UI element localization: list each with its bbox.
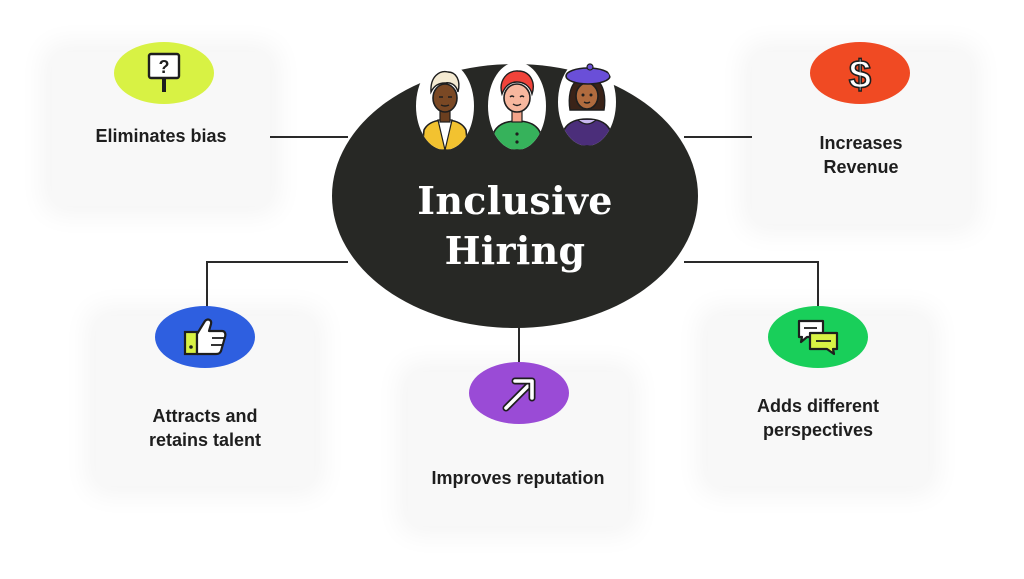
svg-text:?: ? — [159, 57, 170, 77]
person-avatar-icon — [416, 62, 474, 150]
thumbs-up-icon — [182, 317, 228, 357]
benefit-label: Increases Revenue — [819, 133, 903, 177]
benefit-label: Attracts and retains talent — [148, 406, 262, 450]
benefit-badge: ? — [114, 42, 214, 104]
benefit-badge: $ — [810, 42, 910, 104]
person-avatar-icon — [558, 58, 616, 146]
question-sign-icon: ? — [143, 51, 185, 95]
benefit-badge — [155, 306, 255, 368]
chat-bubbles-icon — [795, 317, 841, 357]
benefit-badge — [768, 306, 868, 368]
svg-text:$: $ — [849, 53, 871, 96]
benefit-label: Eliminates bias — [95, 126, 227, 146]
person-avatar-icon — [488, 62, 546, 150]
benefit-label: Improves reputation — [431, 468, 605, 488]
benefit-badge — [469, 362, 569, 424]
diagonal-arrow-icon — [499, 373, 539, 413]
dollar-sign-icon: $ — [840, 50, 880, 96]
center-title: Inclusive Hiring — [417, 178, 613, 273]
benefit-label: Adds different perspectives — [756, 396, 879, 440]
